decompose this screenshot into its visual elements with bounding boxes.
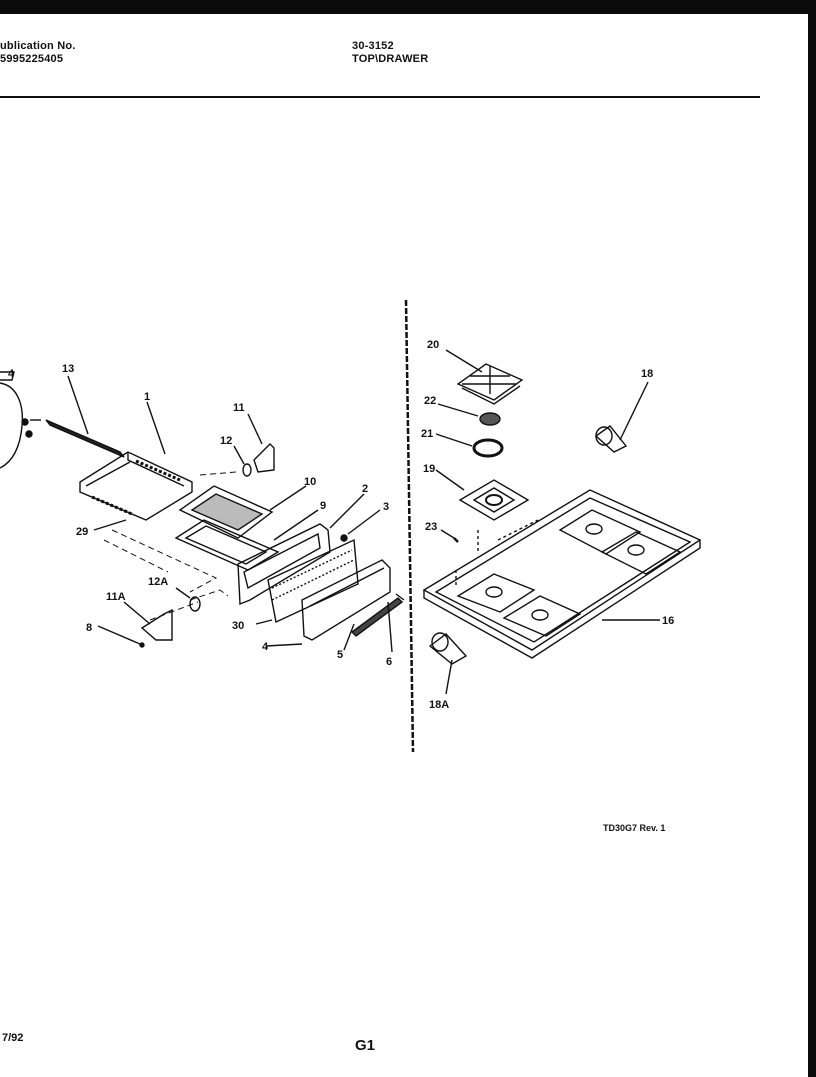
part-12a-clip: [175, 587, 201, 612]
part-labels: 4 13 1 11 12 10 9 2 3 29 12A 11A 8 30 4 …: [8, 339, 674, 711]
part-23-screw: [440, 529, 459, 543]
label-part-6: 6: [386, 656, 392, 668]
header-rule: [0, 96, 760, 98]
label-part-16: 16: [662, 615, 674, 627]
label-part-18: 18: [641, 368, 653, 380]
right-border-bar: [808, 0, 816, 1077]
part-18a-bracket: [428, 632, 468, 695]
section-title: TOP\DRAWER: [352, 53, 429, 65]
label-part-11: 11: [233, 402, 245, 414]
part-4-partial: [0, 371, 41, 469]
label-part-22: 22: [424, 395, 436, 407]
label-part-4-drawer: 4: [262, 641, 269, 653]
label-part-3: 3: [383, 501, 389, 513]
publication-block: ublication No. 5995225405: [0, 40, 76, 66]
label-part-21: 21: [421, 428, 433, 440]
part-19-burner-bowl: [435, 469, 530, 521]
part-13-rod: [45, 375, 125, 458]
label-part-29: 29: [76, 526, 88, 538]
model-number: 30-3152: [352, 40, 394, 52]
part-29-leader: [93, 519, 127, 531]
publication-number: 5995225405: [0, 53, 64, 65]
part-12-clip: [233, 445, 252, 477]
label-part-11a: 11A: [106, 591, 126, 603]
part-11-bracket: [247, 413, 275, 473]
label-part-2: 2: [362, 483, 368, 495]
label-part-23: 23: [425, 521, 437, 533]
divider-line: [404, 299, 415, 753]
diagram-code: TD30G7 Rev. 1: [603, 823, 666, 833]
part-16-cooktop: [422, 489, 702, 659]
part-1-broiler-frame: [79, 401, 193, 521]
part-2-drawer-panel: [237, 493, 365, 606]
label-part-10: 10: [304, 476, 316, 488]
model-block: 30-3152 TOP\DRAWER: [352, 40, 428, 66]
label-part-12a: 12A: [148, 576, 168, 588]
publication-label: ublication No.: [0, 40, 76, 52]
label-part-30: 30: [232, 620, 244, 632]
page-number: G1: [355, 1037, 376, 1054]
part-22-burner-cap: [437, 403, 501, 426]
label-part-20: 20: [427, 339, 439, 351]
footer-date: 7/92: [2, 1032, 24, 1044]
label-part-12: 12: [220, 435, 232, 447]
part-18-bracket: [594, 381, 649, 453]
label-part-5: 5: [337, 649, 343, 661]
part-5-handle: [343, 597, 404, 651]
part-21-ring: [435, 433, 504, 458]
part-20-burner-grate: [445, 349, 524, 405]
part-11a-bracket: [123, 601, 173, 641]
part-6-screw: [387, 593, 405, 653]
label-part-19: 19: [423, 463, 435, 475]
top-border-bar: [0, 0, 816, 14]
part-8-screw: [97, 625, 145, 648]
label-part-8: 8: [86, 622, 92, 634]
part-30-drawer-liner: [255, 538, 359, 625]
part-4-drawer-front: [265, 559, 391, 647]
label-part-9: 9: [320, 500, 326, 512]
label-part-1: 1: [144, 391, 150, 403]
label-part-4-left: 4: [8, 368, 15, 380]
part-9-broiler-pan: [174, 509, 319, 571]
part-10-broiler-grid: [178, 485, 307, 539]
label-part-13: 13: [62, 363, 74, 375]
part-3-screw: [340, 509, 381, 542]
label-part-18a: 18A: [429, 699, 449, 711]
